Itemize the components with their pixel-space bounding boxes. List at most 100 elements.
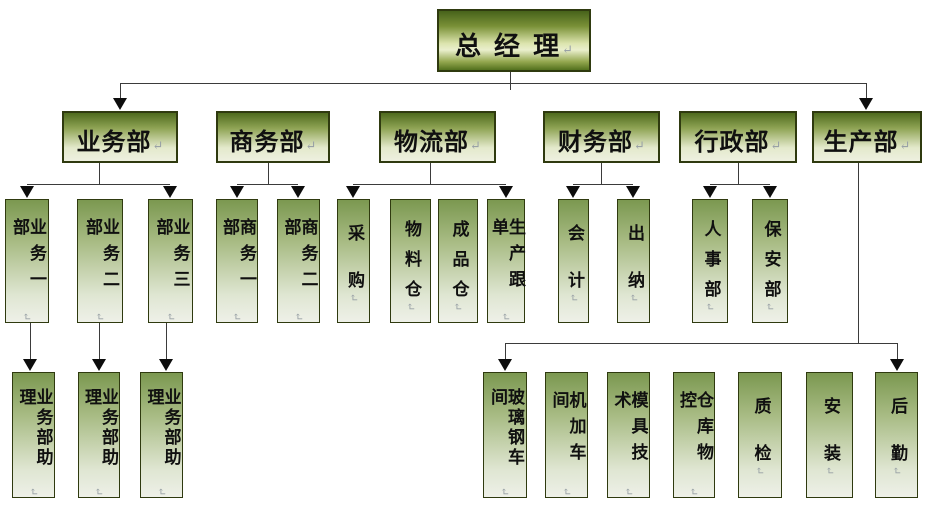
arrow-down <box>763 186 777 198</box>
connector-business-stem <box>99 163 100 185</box>
return-mark-icon: ↵ <box>404 301 417 312</box>
connector-production-rail-right-drop <box>897 343 898 360</box>
node-business-div-1[interactable]: 业务一部 ↵ <box>5 199 49 323</box>
arrow-down <box>566 186 580 198</box>
connector-assistant-1-stem <box>30 323 31 360</box>
node-label: 人事部 <box>700 220 721 310</box>
node-label: 成品仓 <box>448 220 469 310</box>
return-mark-icon: ↵ <box>499 311 513 322</box>
node-installation[interactable]: 安装 ↵ <box>806 372 853 498</box>
node-procurement[interactable]: 采购 ↵ <box>337 199 370 323</box>
arrow-down <box>163 186 177 198</box>
node-material-warehouse[interactable]: 物料仓 ↵ <box>390 199 431 323</box>
node-business-dept[interactable]: 业务部↵ <box>62 111 178 163</box>
node-admin-dept[interactable]: 行政部↵ <box>679 111 797 163</box>
node-quality-inspection[interactable]: 质检 ↵ <box>738 372 782 498</box>
node-security-dept[interactable]: 保安部 ↵ <box>752 199 788 323</box>
return-mark-icon: ↵ <box>470 138 481 154</box>
arrow-down <box>113 98 127 110</box>
return-mark-icon: ↵ <box>498 486 512 497</box>
node-label: 模具技术 <box>610 391 648 469</box>
node-logistics-dept[interactable]: 物流部↵ <box>379 111 496 163</box>
connector-admin-rail <box>710 184 770 185</box>
node-label: 业务部助理 <box>81 388 118 468</box>
return-mark-icon: ↵ <box>93 311 107 322</box>
return-mark-icon: ↵ <box>230 311 244 322</box>
node-machining-workshop[interactable]: 机加车间 ↵ <box>545 372 588 498</box>
node-label: 仓库物控 <box>676 391 713 469</box>
connector-finance-stem <box>601 163 602 185</box>
node-label: 机加车间 <box>548 391 586 469</box>
node-commerce-div-2[interactable]: 商务二部 ↵ <box>277 199 320 323</box>
node-commerce-dept[interactable]: 商务部↵ <box>216 111 330 163</box>
return-mark-icon: ↵ <box>890 465 903 476</box>
return-mark-icon: ↵ <box>753 465 767 476</box>
connector-top-rail <box>120 83 866 84</box>
return-mark-icon: ↵ <box>622 486 635 497</box>
connector-production-rail-left-drop <box>505 343 506 360</box>
node-finance-dept[interactable]: 财务部↵ <box>543 111 660 163</box>
node-label: 出纳 <box>624 224 644 318</box>
node-cashier[interactable]: 出纳 ↵ <box>617 199 650 323</box>
node-mold-technology[interactable]: 模具技术 ↵ <box>607 372 650 498</box>
connector-logistics-rail <box>353 184 506 185</box>
return-mark-icon: ↵ <box>152 138 164 154</box>
return-mark-icon: ↵ <box>292 311 305 322</box>
connector-production-rail <box>505 343 897 344</box>
node-business-assistant-2[interactable]: 业务部助理 ↵ <box>78 372 120 498</box>
arrow-down <box>859 98 873 110</box>
return-mark-icon: ↵ <box>20 311 34 322</box>
connector-commerce-stem <box>268 163 269 185</box>
node-production-follow-up[interactable]: 生产跟单 ↵ <box>487 199 525 323</box>
arrow-down <box>498 359 512 371</box>
return-mark-icon: ↵ <box>899 138 911 154</box>
connector-business-rail <box>27 184 170 185</box>
connector-assistant-2-stem <box>99 323 100 360</box>
node-label: 业务部助理 <box>143 388 181 468</box>
return-mark-icon: ↵ <box>634 138 645 154</box>
node-business-div-3[interactable]: 业务三部 ↵ <box>148 199 193 323</box>
arrow-down <box>291 186 305 198</box>
arrow-down <box>346 186 360 198</box>
node-label: 业务部 <box>76 127 152 156</box>
connector-logistics-stem <box>430 163 431 185</box>
return-mark-icon: ↵ <box>823 465 836 476</box>
return-mark-icon: ↵ <box>562 43 573 58</box>
return-mark-icon: ↵ <box>560 486 573 497</box>
node-business-assistant-1[interactable]: 业务部助理 ↵ <box>12 372 55 498</box>
node-label: 业务一部 <box>9 218 46 296</box>
node-production-dept[interactable]: 生产部↵ <box>812 111 922 163</box>
node-label: 采购 <box>344 224 364 318</box>
node-commerce-div-1[interactable]: 商务一部 ↵ <box>216 199 258 323</box>
arrow-down <box>626 186 640 198</box>
node-label: 行政部 <box>694 127 770 156</box>
return-mark-icon: ↵ <box>687 486 701 497</box>
node-hr-dept[interactable]: 人事部 ↵ <box>692 199 728 323</box>
node-label: 保安部 <box>760 220 781 310</box>
connector-assistant-3-stem <box>166 323 167 360</box>
return-mark-icon: ↵ <box>451 301 465 312</box>
node-label: 商务一部 <box>219 218 256 296</box>
arrow-down <box>159 359 173 371</box>
node-business-div-2[interactable]: 业务二部 ↵ <box>77 199 123 323</box>
node-label: 商务部 <box>229 127 305 156</box>
node-label: 业务部助理 <box>15 388 53 468</box>
connector-commerce-rail <box>237 184 298 185</box>
node-fiberglass-workshop[interactable]: 玻璃钢车间 ↵ <box>483 372 527 498</box>
connector-finance-rail <box>573 184 633 185</box>
arrow-down <box>703 186 717 198</box>
node-accounting[interactable]: 会计 ↵ <box>558 199 589 323</box>
connector-admin-stem <box>738 163 739 185</box>
node-general-manager[interactable]: 总 经 理↵ <box>437 9 591 72</box>
arrow-down <box>92 359 106 371</box>
node-warehouse-material-control[interactable]: 仓库物控 ↵ <box>673 372 715 498</box>
node-finished-goods-warehouse[interactable]: 成品仓 ↵ <box>438 199 478 323</box>
node-label: 质检 <box>750 397 771 491</box>
arrow-down <box>890 359 904 371</box>
node-label: 玻璃钢车间 <box>487 388 524 468</box>
node-logistics-support[interactable]: 后勤 ↵ <box>875 372 918 498</box>
return-mark-icon: ↵ <box>27 486 40 497</box>
node-business-assistant-3[interactable]: 业务部助理 ↵ <box>140 372 183 498</box>
node-label: 安装 <box>820 397 840 491</box>
